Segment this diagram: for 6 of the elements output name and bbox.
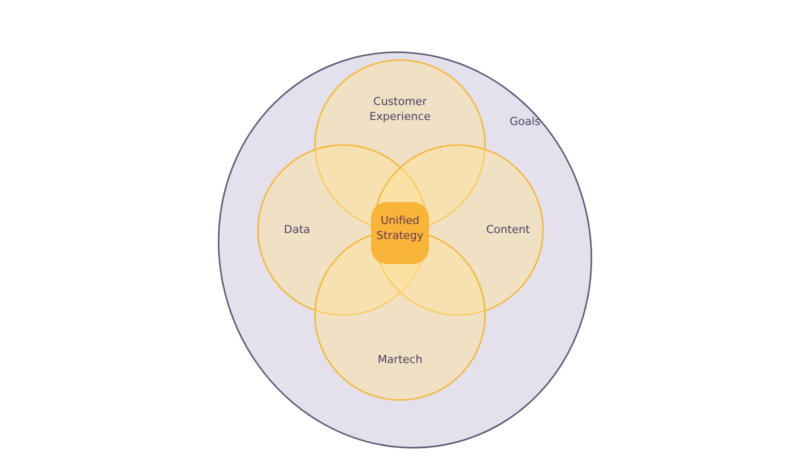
region-label: Goals <box>508 115 542 130</box>
region-label: Unified Strategy <box>375 214 425 244</box>
region-label: Data <box>282 223 312 238</box>
region-label: Content <box>485 223 531 238</box>
region-label: Customer Experience <box>368 95 432 125</box>
region-label: Martech <box>376 353 424 368</box>
